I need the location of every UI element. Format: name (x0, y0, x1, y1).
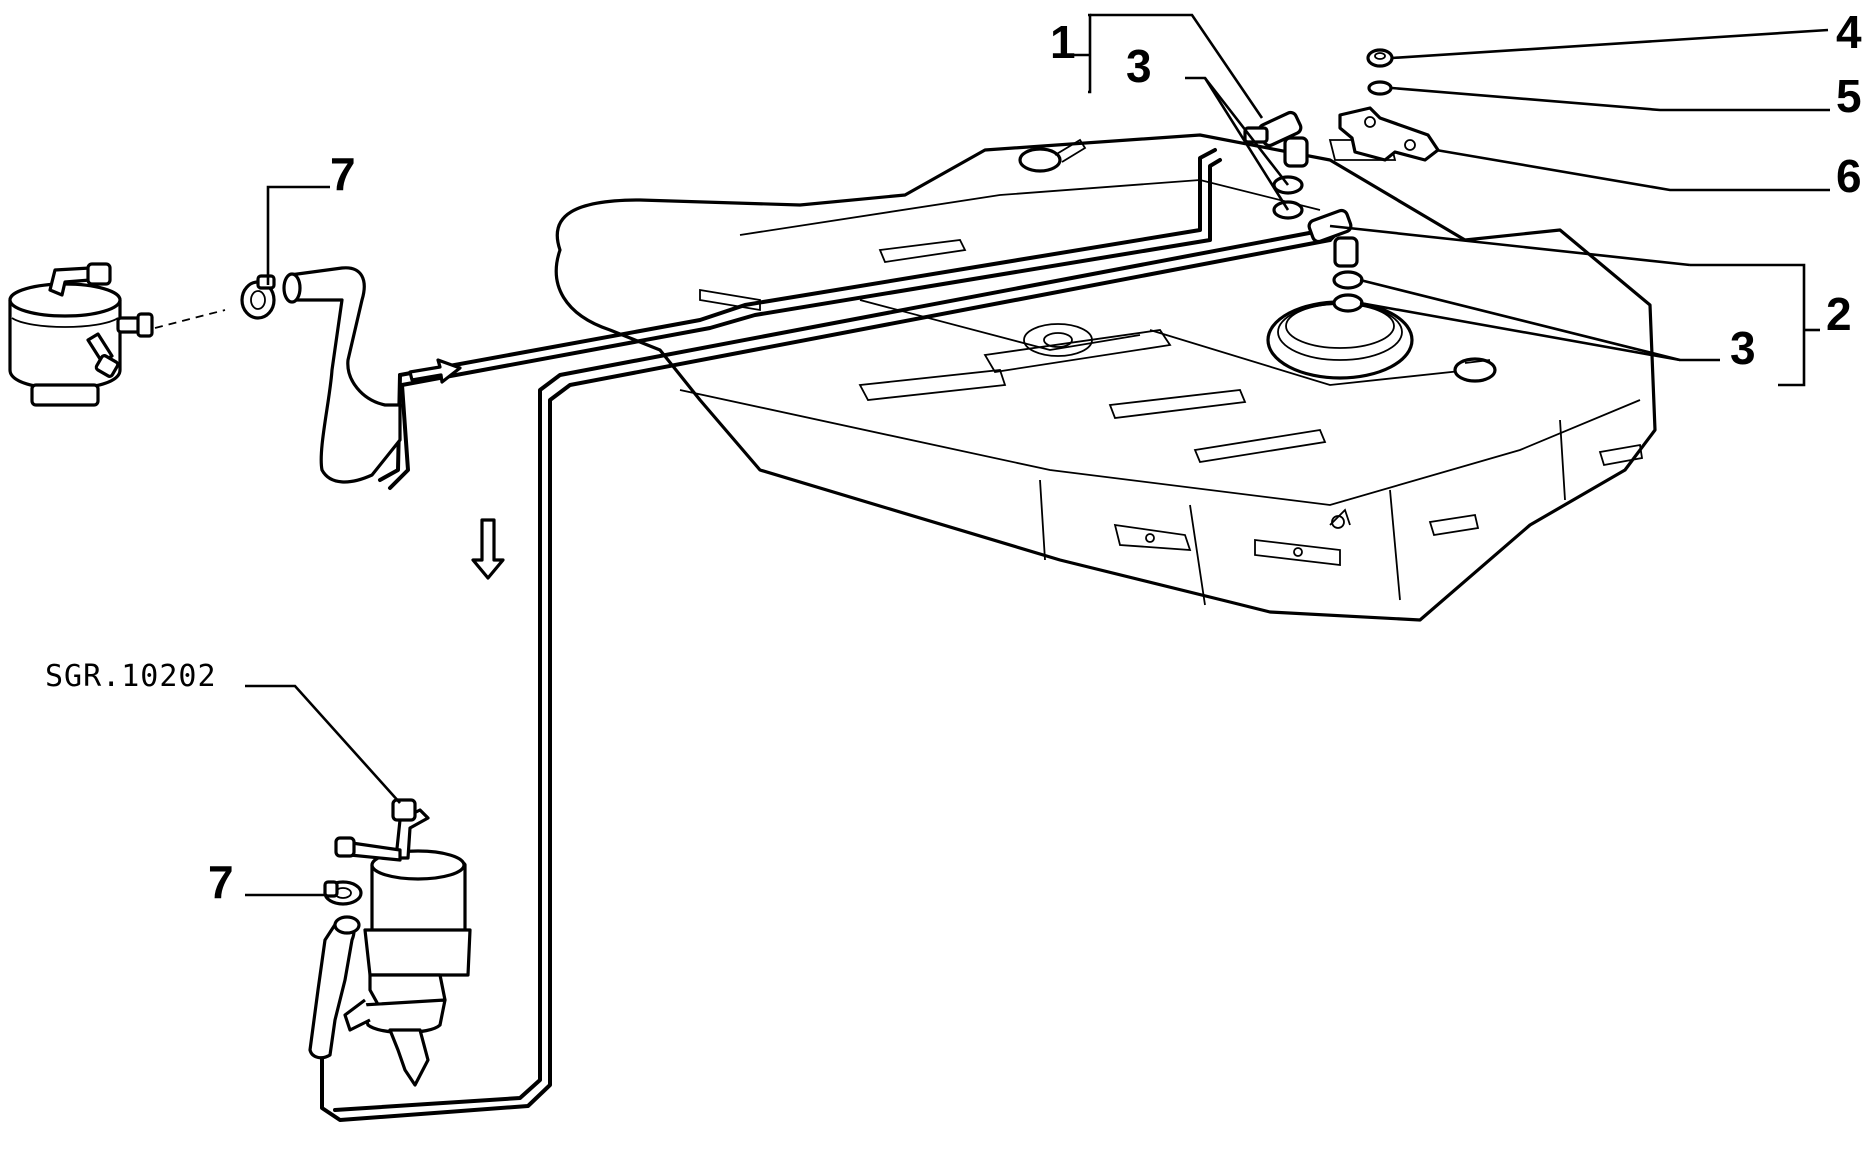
callout-6: 6 (1836, 150, 1862, 202)
tank-connector-1 (1243, 110, 1309, 168)
callout-2: 2 (1826, 288, 1852, 340)
callout-7-top: 7 (330, 148, 356, 200)
callout-3-right: 3 (1730, 322, 1756, 374)
callout-5: 5 (1836, 70, 1862, 122)
reference-code: SGR.10202 (45, 659, 217, 694)
callout-7-bottom: 7 (208, 856, 234, 908)
flow-arrow-right (408, 358, 462, 384)
washer-item-5 (1367, 80, 1393, 96)
flow-arrow-down (471, 518, 505, 580)
hose-clamp-bottom (323, 880, 363, 906)
flexible-hose-top (282, 266, 402, 484)
callout-1: 1 (1050, 16, 1076, 68)
leader-lines (245, 13, 1830, 897)
callout-labels: 1 3 4 5 6 2 3 7 7 SGR.10202 (45, 6, 1862, 908)
fuel-tank (554, 133, 1657, 622)
fuel-pump (334, 798, 472, 1087)
tank-connector-2 (1307, 208, 1359, 268)
fuel-filter (8, 262, 226, 407)
nut-item-4 (1366, 48, 1394, 68)
hose-clamp-top (240, 274, 276, 320)
flexible-hose-bottom (308, 915, 361, 1060)
callout-4: 4 (1836, 6, 1862, 58)
bracket-item-6 (1338, 106, 1440, 162)
callout-3-top: 3 (1126, 40, 1152, 92)
